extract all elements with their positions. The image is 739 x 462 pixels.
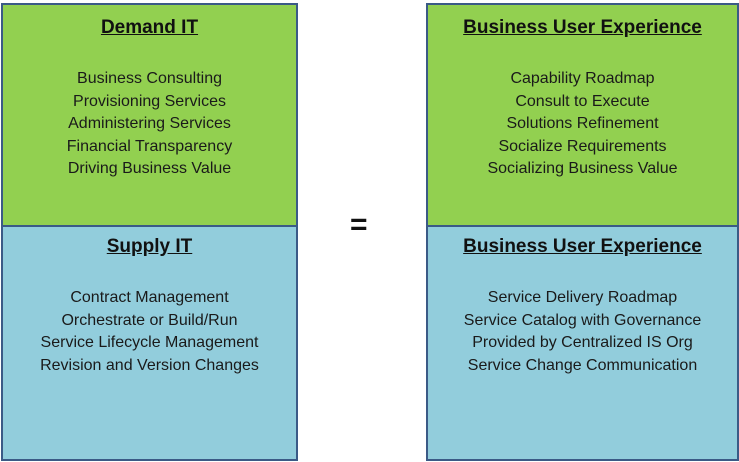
business-user-experience-bottom-list: Service Delivery Roadmap Service Catalog… <box>428 287 737 377</box>
business-user-experience-top-list: Capability Roadmap Consult to Execute So… <box>428 68 737 181</box>
demand-it-box: Demand IT Business Consulting Provisioni… <box>1 3 298 227</box>
list-item: Solutions Refinement <box>506 115 659 132</box>
list-item: Capability Roadmap <box>510 70 655 87</box>
equals-sign: = <box>350 208 368 241</box>
list-item: Provisioning Services <box>73 92 226 110</box>
list-item: Service Delivery Roadmap <box>487 289 678 306</box>
business-user-experience-top-title: Business User Experience <box>463 17 702 38</box>
list-item: Business Consulting <box>77 70 222 87</box>
supply-it-list: Contract Management Orchestrate or Build… <box>3 287 296 377</box>
list-item: Revision and Version Changes <box>40 356 259 374</box>
list-item: Financial Transparency <box>66 137 233 155</box>
demand-it-list: Business Consulting Provisioning Service… <box>3 68 296 181</box>
list-item: Driving Business Value <box>67 160 232 177</box>
list-item: Administering Services <box>68 115 231 132</box>
business-user-experience-top-box: Business User Experience Capability Road… <box>426 3 739 227</box>
supply-it-box: Supply IT Contract Management Orchestrat… <box>1 225 298 461</box>
business-user-experience-bottom-box: Business User Experience Service Deliver… <box>426 225 739 461</box>
list-item: Socialize Requirements <box>498 137 667 155</box>
list-item: Service Lifecycle Management <box>40 334 259 351</box>
demand-it-title: Demand IT <box>100 17 199 38</box>
list-item: Contract Management <box>70 289 229 306</box>
list-item: Service Change Communication <box>467 356 698 374</box>
list-item: Provided by Centralized IS Org <box>472 334 693 351</box>
list-item: Service Catalog with Governance <box>463 311 702 329</box>
list-item: Socializing Business Value <box>487 160 678 177</box>
list-item: Consult to Execute <box>515 92 650 110</box>
supply-it-title: Supply IT <box>106 236 193 257</box>
business-user-experience-bottom-title: Business User Experience <box>463 236 702 257</box>
list-item: Orchestrate or Build/Run <box>61 311 238 329</box>
